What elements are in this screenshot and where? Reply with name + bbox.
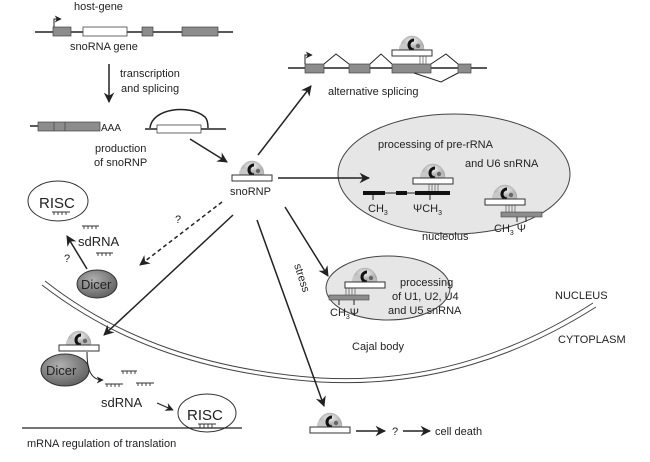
sdrna-to-risc-arrow xyxy=(156,402,174,411)
cajal-title-1: processing xyxy=(400,277,453,289)
host-gene-structure xyxy=(35,15,233,37)
sdrna-fragment-icon xyxy=(121,370,137,374)
nucleolus-title-1: processing of pre-rRNA xyxy=(378,139,494,151)
risc-label-top: RISC xyxy=(39,195,75,212)
snornp-particle-icon xyxy=(230,159,274,183)
alternative-splicing-structure xyxy=(288,51,487,83)
ch3-label: CH3 xyxy=(368,203,388,217)
spliced-mrna xyxy=(30,121,101,132)
sdrna-label-top: sdRNA xyxy=(78,234,120,249)
exon xyxy=(141,26,154,37)
dicer-cleavage-arrow xyxy=(86,351,104,384)
snorna-gene-label: snoRNA gene xyxy=(70,41,138,53)
cajal-title-2: of U1, U2, U4 xyxy=(392,291,459,303)
sdrna-fragment-icon xyxy=(136,382,154,386)
nucleolus-title-2: and U6 snRNA xyxy=(465,158,539,170)
dicer-to-risc-arrow xyxy=(66,235,88,270)
nucleus-label: NUCLEUS xyxy=(555,290,608,302)
u6-snrna xyxy=(500,203,543,222)
cajal-arrow xyxy=(284,206,329,277)
question-mark-dashed: ? xyxy=(175,214,181,226)
psi-ch3-label: ΨCH3 xyxy=(413,203,442,217)
snornp-label: snoRNP xyxy=(230,186,271,198)
stress-arrow xyxy=(256,219,326,407)
dicer-top xyxy=(76,269,118,299)
risc-label-bottom: RISC xyxy=(187,407,223,424)
stress-label: stress xyxy=(291,262,312,294)
dicer-label-top: Dicer xyxy=(81,277,112,292)
splicing-arrow xyxy=(257,85,312,156)
production-arrow xyxy=(189,138,228,163)
snornp-particle-icon xyxy=(390,34,434,58)
intron-lariat xyxy=(145,108,226,134)
alternative-splicing-label: alternative splicing xyxy=(328,86,419,98)
snorna-box xyxy=(82,26,128,37)
cajal-title-3: and U5 snRNA xyxy=(388,305,462,317)
cytoplasm-arrow xyxy=(103,214,234,336)
production-label-2: of snoRNP xyxy=(94,157,147,169)
cytoplasm-label: CYTOPLASM xyxy=(558,334,626,346)
snornp-particle-icon xyxy=(308,411,352,435)
exon xyxy=(181,26,219,37)
cell-death-label: cell death xyxy=(435,426,482,438)
exon xyxy=(52,26,72,37)
sdrna-fragment-icon xyxy=(82,225,99,229)
transcription-label-2: and splicing xyxy=(121,83,179,95)
risc-complex-top xyxy=(27,180,89,222)
sdrna-fragment-icon xyxy=(105,383,123,387)
dicer-label-bottom: Dicer xyxy=(46,363,77,378)
question-mark-risc: ? xyxy=(64,253,70,265)
sdrna-fragment-icon xyxy=(96,252,113,256)
ch3-psi-cajal-label: CH3Ψ xyxy=(330,307,359,321)
transcription-label-1: transcription xyxy=(120,68,180,80)
mrna-regulation-label: mRNA regulation of translation xyxy=(27,438,176,450)
risc-complex-bottom xyxy=(177,393,237,433)
host-gene-label: host-gene xyxy=(74,1,123,13)
promoter-arrow-icon xyxy=(53,15,62,27)
dashed-dicer-arrow xyxy=(139,201,223,266)
nuclear-envelope xyxy=(41,280,597,384)
sdrna-label-bottom: sdRNA xyxy=(101,395,143,410)
nucleolus-label: nucleolus xyxy=(422,231,469,243)
sdrna-fragment-icon xyxy=(198,423,216,428)
question-mark-death: ? xyxy=(392,426,398,438)
production-label-1: production xyxy=(95,143,146,155)
snornp-particle-icon xyxy=(57,329,101,353)
cajal-body-label: Cajal body xyxy=(352,341,404,353)
polya-label: AAA xyxy=(101,123,121,134)
sdrna-fragment-icon xyxy=(52,211,70,215)
